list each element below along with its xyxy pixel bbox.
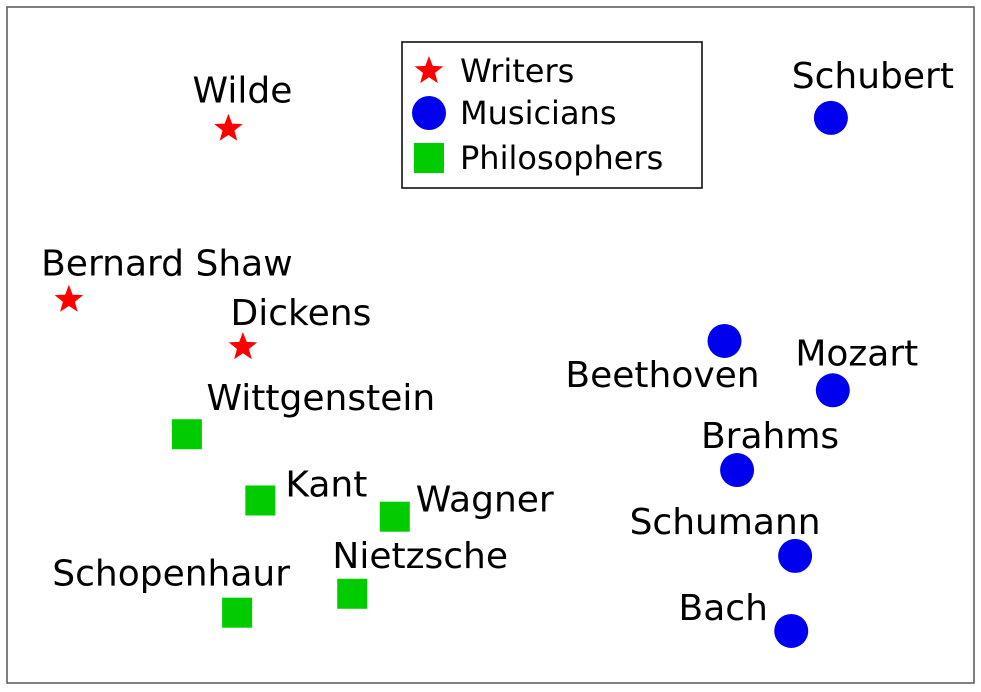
point-wagner-square-marker: [379, 501, 410, 532]
point-schopenhaur-square-marker: [222, 597, 253, 628]
point-nietzsche-square-marker: [337, 578, 368, 609]
legend-musicians-label: Musicians: [460, 94, 617, 132]
legend-writers-marker: [414, 56, 444, 84]
legend-philosophers-label: Philosophers: [460, 139, 663, 177]
point-wilde-star-marker: [214, 113, 243, 141]
legend-writers-label: Writers: [460, 52, 574, 90]
point-mozart-circle-marker: [815, 373, 850, 408]
label-beethoven: Beethoven: [565, 355, 759, 396]
label-schubert: Schubert: [792, 56, 954, 97]
label-brahms: Brahms: [701, 416, 839, 457]
point-kant-square-marker: [245, 485, 276, 516]
point-schubert-circle-marker: [813, 100, 848, 135]
legend-musicians-marker: [412, 96, 446, 130]
point-schumann-circle-marker: [778, 538, 813, 573]
label-wilde: Wilde: [193, 71, 293, 112]
point-beethoven-circle-marker: [707, 323, 742, 358]
label-bach: Bach: [679, 588, 768, 629]
label-wittgenstein: Wittgenstein: [207, 378, 436, 419]
point-bach-circle-marker: [774, 613, 809, 648]
chart-marks: [54, 100, 850, 648]
legend-box: [401, 41, 703, 189]
label-kant: Kant: [285, 464, 367, 505]
point-dickens-star-marker: [228, 332, 258, 360]
point-bernard-shaw-star-marker: [54, 284, 84, 312]
label-schopenhaur: Schopenhaur: [52, 554, 290, 595]
legend-philosophers-marker: [414, 143, 444, 173]
label-nietzsche: Nietzsche: [332, 536, 508, 577]
label-dickens: Dickens: [231, 293, 372, 334]
label-schumann: Schumann: [630, 502, 821, 543]
point-wittgenstein-square-marker: [171, 419, 202, 450]
point-brahms-circle-marker: [720, 453, 755, 488]
label-wagner: Wagner: [416, 480, 554, 521]
label-bernard-shaw: Bernard Shaw: [41, 244, 293, 285]
label-mozart: Mozart: [795, 333, 918, 374]
